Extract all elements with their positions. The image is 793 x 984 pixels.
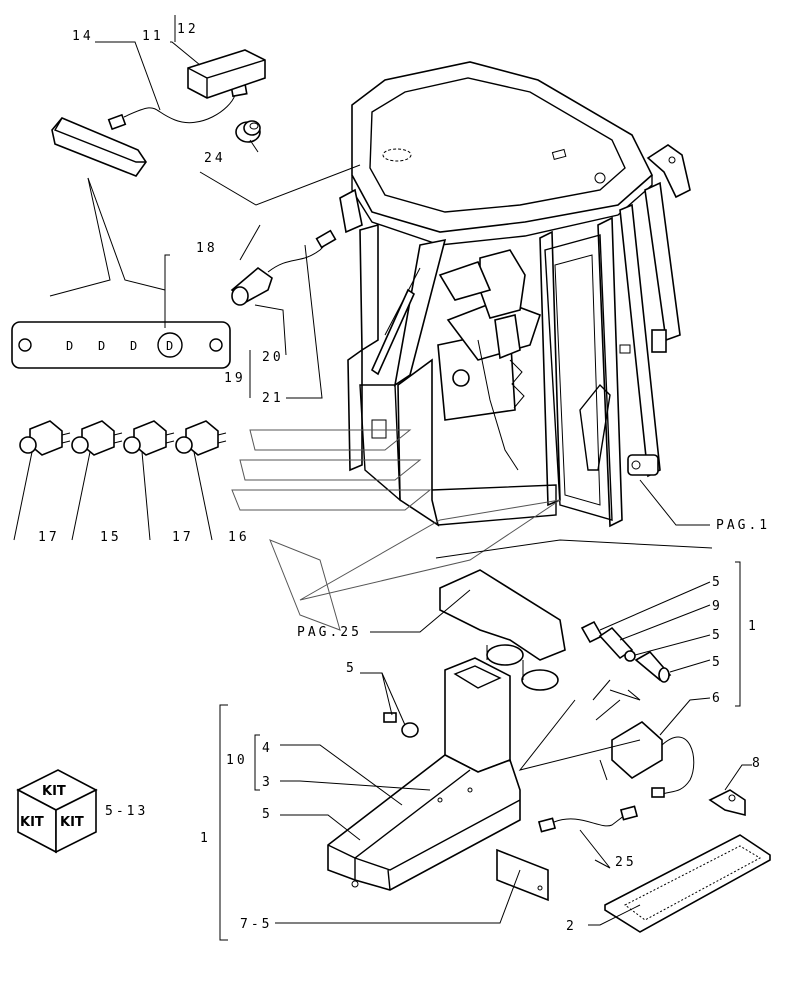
label-17a: 17 (38, 530, 60, 545)
label-17b: 17 (172, 530, 194, 545)
module-part-12 (187, 49, 266, 99)
plug-part-5 (383, 712, 419, 738)
label-5d: 5 (346, 661, 357, 676)
panel-slot-3: D (130, 339, 137, 353)
label-25: 25 (615, 855, 637, 870)
grommet-part-24 (235, 120, 261, 143)
callout-labels: 14 11 12 24 18 20 19 21 17 15 17 16 PAG.… (38, 22, 770, 934)
label-4: 4 (262, 741, 273, 756)
label-7-5: 7-5 (240, 917, 272, 932)
label-21: 21 (262, 391, 284, 406)
label-5e: 5 (262, 807, 273, 822)
label-12: 12 (177, 22, 199, 37)
svg-text:D: D (166, 339, 173, 353)
label-9: 9 (712, 599, 723, 614)
label-2: 2 (566, 919, 577, 934)
switches (19, 420, 227, 456)
label-6: 6 (712, 691, 723, 706)
leader-lines (13, 15, 752, 941)
relay-part-6 (611, 721, 695, 798)
panel-part-18: D D D D (11, 321, 231, 369)
label-20: 20 (262, 350, 284, 365)
harness-part-25 (537, 805, 639, 833)
label-18: 18 (196, 241, 218, 256)
panel-slot-2: D (98, 339, 105, 353)
label-10: 10 (226, 753, 248, 768)
label-11: 11 (142, 29, 164, 44)
hardware-set (580, 620, 672, 683)
label-24: 24 (204, 151, 226, 166)
label-5c: 5 (712, 655, 723, 670)
kit-label-left: KIT (20, 815, 44, 830)
kit-label-top: KIT (42, 784, 66, 799)
label-1: 1 (200, 831, 211, 846)
kit-label-right: KIT (60, 815, 84, 830)
label-pag1: PAG.1 (716, 518, 770, 533)
label-kit-ref: 5-13 (105, 804, 148, 819)
label-16: 16 (228, 530, 250, 545)
console-part-1 (327, 657, 521, 891)
duct-assembly (439, 569, 566, 691)
label-5a: 5 (712, 575, 723, 590)
plate-part-7-5 (496, 848, 549, 902)
bracket-part-8 (708, 789, 746, 817)
label-3: 3 (262, 775, 273, 790)
cab-assembly (339, 61, 691, 528)
label-15: 15 (100, 530, 122, 545)
mat-part-2 (604, 834, 771, 933)
label-14: 14 (72, 29, 94, 44)
label-1-top: 1 (748, 619, 759, 634)
label-pag25: PAG.25 (297, 625, 362, 640)
kit-box: KIT KIT KIT (16, 769, 98, 854)
panel-slot-1: D (66, 339, 73, 353)
label-8: 8 (752, 756, 763, 771)
dome-lamp-part-20-21 (230, 229, 337, 306)
watermark-logo (231, 429, 561, 631)
label-5b: 5 (712, 628, 723, 643)
label-19: 19 (224, 371, 246, 386)
